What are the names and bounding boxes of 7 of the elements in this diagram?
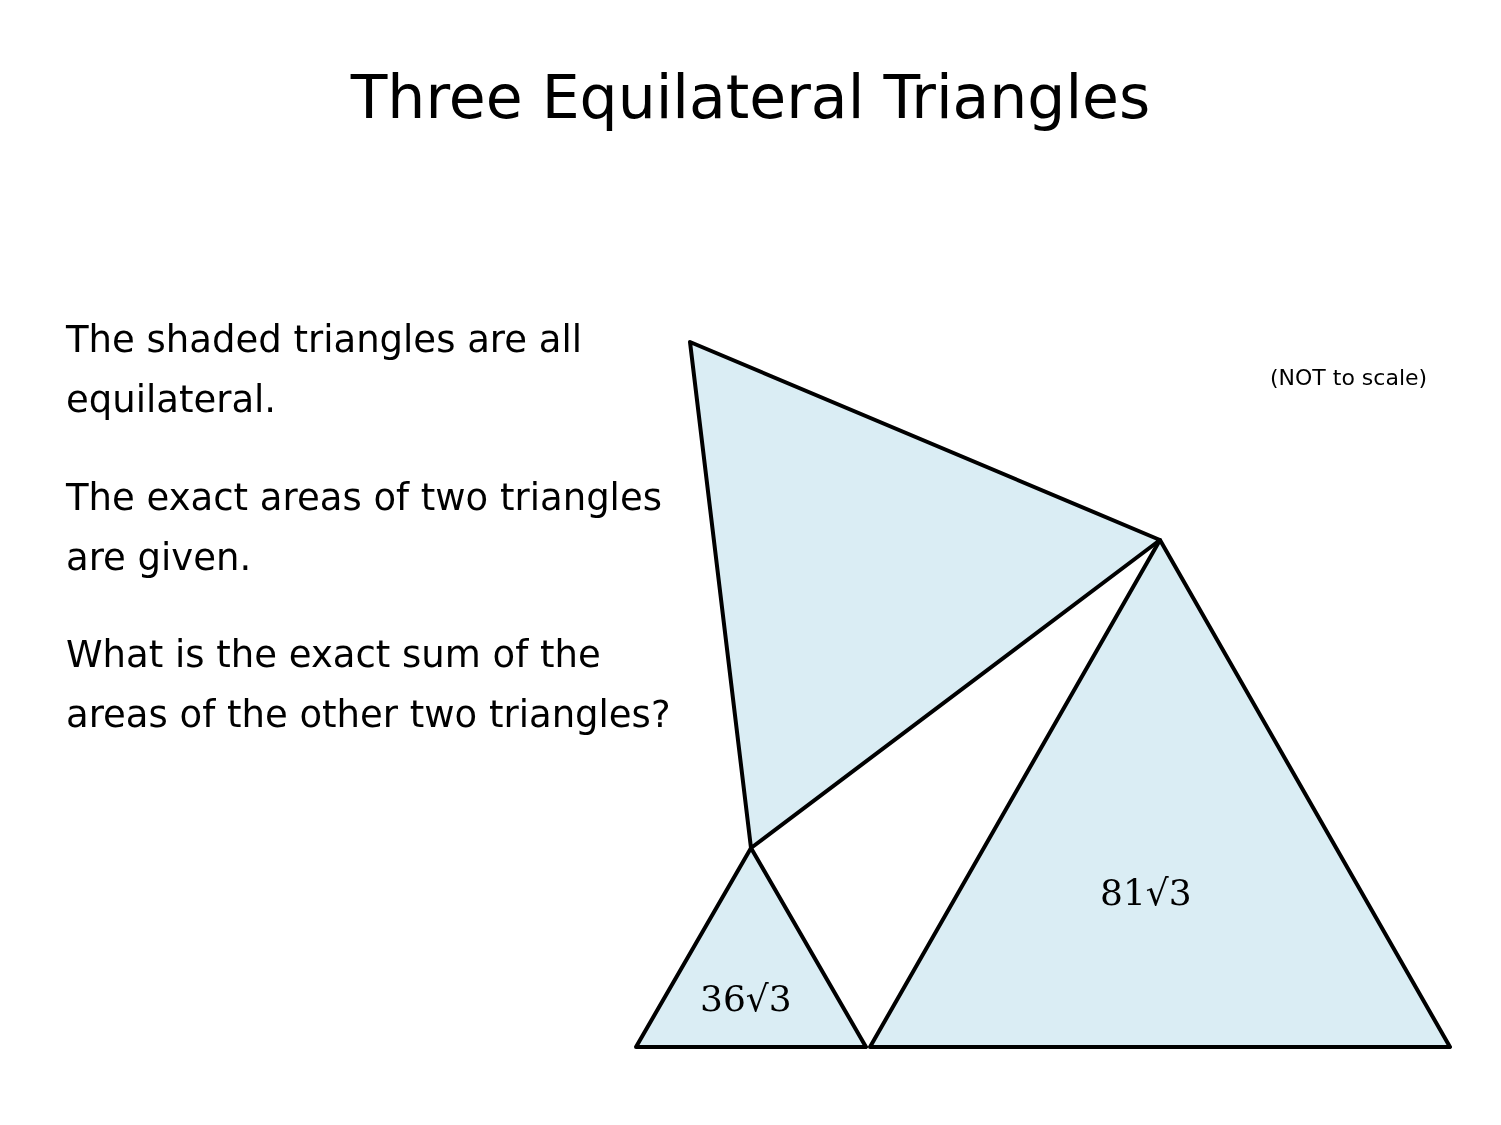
question-text: What is the exact sum of the areas of the other two triangles?: [66, 632, 672, 738]
area-label: 81√3: [1100, 872, 1192, 913]
question-text: The shaded triangles are all equilateral.: [66, 317, 583, 423]
question-text: The exact areas of two triangles are given.: [66, 475, 663, 581]
area-label: 36√3: [700, 978, 792, 1019]
title: Three Equilateral Triangles: [349, 62, 1152, 132]
scale-note: (NOT to scale): [1270, 365, 1428, 390]
